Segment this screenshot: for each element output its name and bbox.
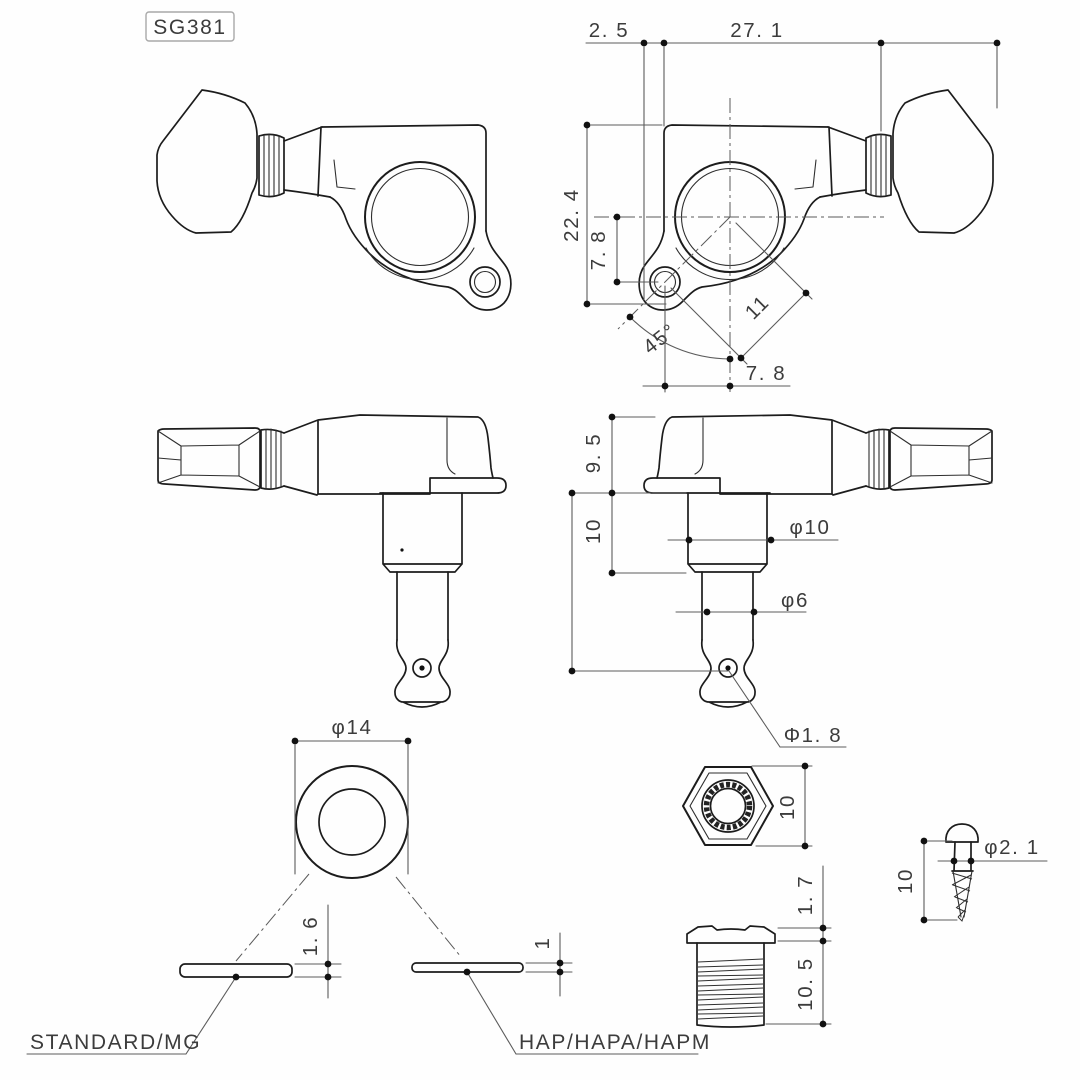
washer-standard-label: STANDARD/MG: [30, 1031, 201, 1054]
leader-washer-standard: [235, 873, 310, 962]
dim-standard-thickness-text: 1. 6: [299, 916, 322, 957]
dim-front-height: 22. 4: [560, 121, 667, 308]
front-view-centerlines: [594, 98, 884, 392]
washer-standard-side: 1. 6 STANDARD/MG: [26, 904, 342, 1055]
dim-side-post-diameter: φ10: [667, 516, 839, 544]
dim-front-hole-horizontal: 7. 8: [642, 285, 791, 393]
dim-top-length-text: 27. 1: [730, 19, 784, 42]
dim-screw-diameter-text: φ2. 1: [984, 836, 1040, 859]
dim-hole-diagonal-text: 11: [741, 291, 775, 325]
dim-string-hole-diameter: Φ1. 8: [728, 670, 847, 748]
front-view-left: [156, 89, 512, 312]
dim-housing-height-text: 9. 5: [582, 433, 605, 474]
dim-hole-horizontal-text: 7. 8: [746, 362, 787, 385]
front-view-right: [638, 89, 994, 312]
dim-nut-width: 10: [751, 762, 813, 850]
dim-bushing: 1. 7 10. 5: [765, 865, 832, 1028]
dim-nut-width-text: 10: [776, 794, 799, 820]
dim-top-offset-text: 2. 5: [589, 19, 630, 42]
dim-front-top: 2. 5 27. 1: [585, 19, 1001, 301]
dim-height-text: 22. 4: [560, 188, 583, 242]
dim-bushing-length-text: 10: [582, 518, 605, 544]
hex-nut-top-view: [682, 766, 774, 846]
dim-front-hole-vertical: 7. 8: [587, 213, 659, 286]
side-view-left: [157, 414, 507, 708]
dim-side-heights: 9. 5 10: [571, 413, 687, 577]
model-badge-frame: [145, 11, 235, 42]
model-badge: SG381: [145, 11, 235, 42]
dim-hap-thickness-text: 1: [531, 936, 554, 949]
dim-angle-text: 45°: [639, 319, 681, 359]
dim-bushing-length-text: 10. 5: [794, 957, 817, 1011]
dim-shaft-diameter-text: φ6: [781, 589, 809, 612]
dim-bushing-head-text: 1. 7: [794, 875, 817, 916]
washer-hap-label: HAP/HAPA/HAPM: [519, 1031, 711, 1054]
dim-side-reference: [568, 489, 729, 675]
dim-string-hole-text: Φ1. 8: [784, 724, 843, 747]
mounting-screw-side: [945, 823, 979, 922]
screw-bushing-side: [686, 925, 776, 1028]
dim-side-shaft-diameter: φ6: [675, 589, 809, 616]
washer-top-view: [295, 765, 409, 879]
dim-screw-length-text: 10: [894, 868, 917, 894]
dim-screw: 10 φ2. 1: [894, 836, 1048, 924]
dim-washer-diameter-text: φ14: [332, 716, 373, 739]
surface-mark: [400, 548, 404, 552]
dim-washer-diameter: φ14: [291, 716, 412, 875]
dim-post-diameter-text: φ10: [790, 516, 831, 539]
washer-hap-side: 1 HAP/HAPA/HAPM: [411, 932, 711, 1055]
dim-hole-vertical-text: 7. 8: [587, 230, 610, 271]
dim-front-hole-diagonal: 11: [670, 222, 813, 365]
leader-washer-hap: [395, 876, 462, 958]
model-badge-label: SG381: [153, 16, 226, 39]
dim-front-angle: 45°: [626, 313, 734, 363]
side-view-right: [643, 414, 993, 708]
